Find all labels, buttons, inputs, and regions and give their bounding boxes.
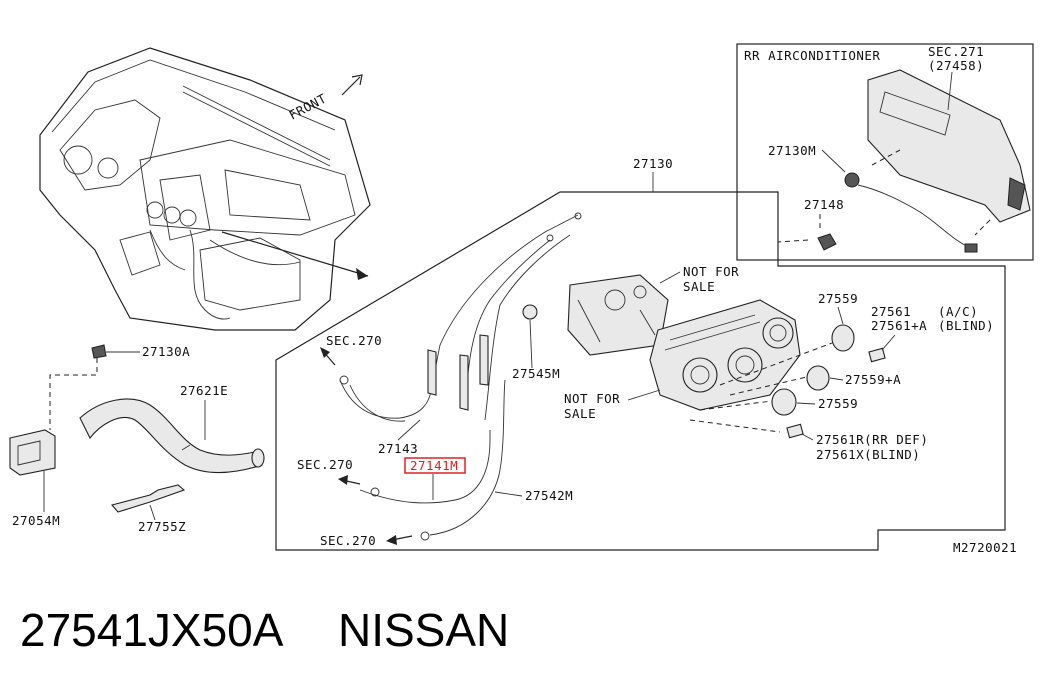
part-27141m-label: 27141M [410, 458, 458, 473]
part-27621e-label: 27621E [180, 383, 228, 398]
part-27755z-label: 27755Z [138, 519, 186, 534]
control-cables [339, 212, 582, 541]
part-27054m-label: 27054M [12, 513, 60, 528]
part-27561-ac-label: (A/C) [938, 304, 978, 319]
knob-27559-b [771, 388, 797, 416]
button-27561 [868, 347, 886, 363]
highlight-box [404, 457, 466, 474]
part-27561-label: 27561 [871, 304, 911, 319]
not-for-sale-1a: NOT FOR [683, 264, 739, 279]
part-27559-b-label: 27559 [818, 396, 858, 411]
not-for-sale-2a: NOT FOR [564, 391, 620, 406]
part-27561r-label: 27561R(RR DEF) [816, 432, 928, 447]
sec271-label: SEC.271 [928, 44, 984, 59]
diagram-id-label: M2720021 [953, 540, 1017, 555]
heater-control-unit: NOT FOR SALE 27545M NOT FOR SALE [512, 264, 841, 433]
brand-caption: NISSAN [338, 604, 509, 656]
rr-aircon-box: RR AIRCONDITIONER SEC.271 (27458) 27130M [736, 43, 1034, 261]
sec270-a-label: SEC.270 [326, 333, 382, 348]
knob-bushing-27545m [522, 304, 538, 320]
part-27561x-label: 27561X(BLIND) [816, 447, 920, 462]
knob-27559-a [831, 324, 855, 352]
sec270-c-label: SEC.270 [320, 533, 376, 548]
knob-27559a [806, 365, 830, 391]
main-assembly-outline: 27130 27148 [275, 156, 1006, 551]
sec270-callouts: SEC.270 SEC.270 SEC.270 [297, 333, 413, 548]
not-for-sale-1b: SALE [683, 279, 715, 294]
part-27561a-label: 27561+A [871, 318, 927, 333]
part-27559a-label: 27559+A [845, 372, 901, 387]
part-number-caption: 27541JX50A [20, 604, 284, 656]
part-27545m-label: 27545M [512, 366, 560, 381]
duct-parts: 27130A 27621E 27054M 27755Z [9, 344, 265, 534]
rr-aircon-label: RR AIRCONDITIONER [744, 48, 880, 63]
part-27559-a-label: 27559 [818, 291, 858, 306]
part-27561a-blind-label: (BLIND) [938, 318, 994, 333]
front-label: FRONT [286, 91, 328, 123]
part-27130m-top-label: 27130M [768, 143, 816, 158]
part-27458-label: (27458) [928, 58, 984, 73]
knobs-buttons: 27559 27561 (A/C) 27561+A (BLIND) 27559+… [771, 291, 994, 462]
part-27143-label: 27143 [378, 441, 418, 456]
cable-labels: 27143 27141M 27542M [378, 419, 573, 503]
part-27542m-label: 27542M [525, 488, 573, 503]
not-for-sale-2b: SALE [564, 406, 596, 421]
dashboard-illustration: FRONT [39, 47, 371, 331]
part-27130-label: 27130 [633, 156, 673, 171]
sec270-b-label: SEC.270 [297, 457, 353, 472]
button-27561r [786, 423, 804, 439]
part-27130a-label: 27130A [142, 344, 190, 359]
part-27148-label: 27148 [804, 197, 844, 212]
